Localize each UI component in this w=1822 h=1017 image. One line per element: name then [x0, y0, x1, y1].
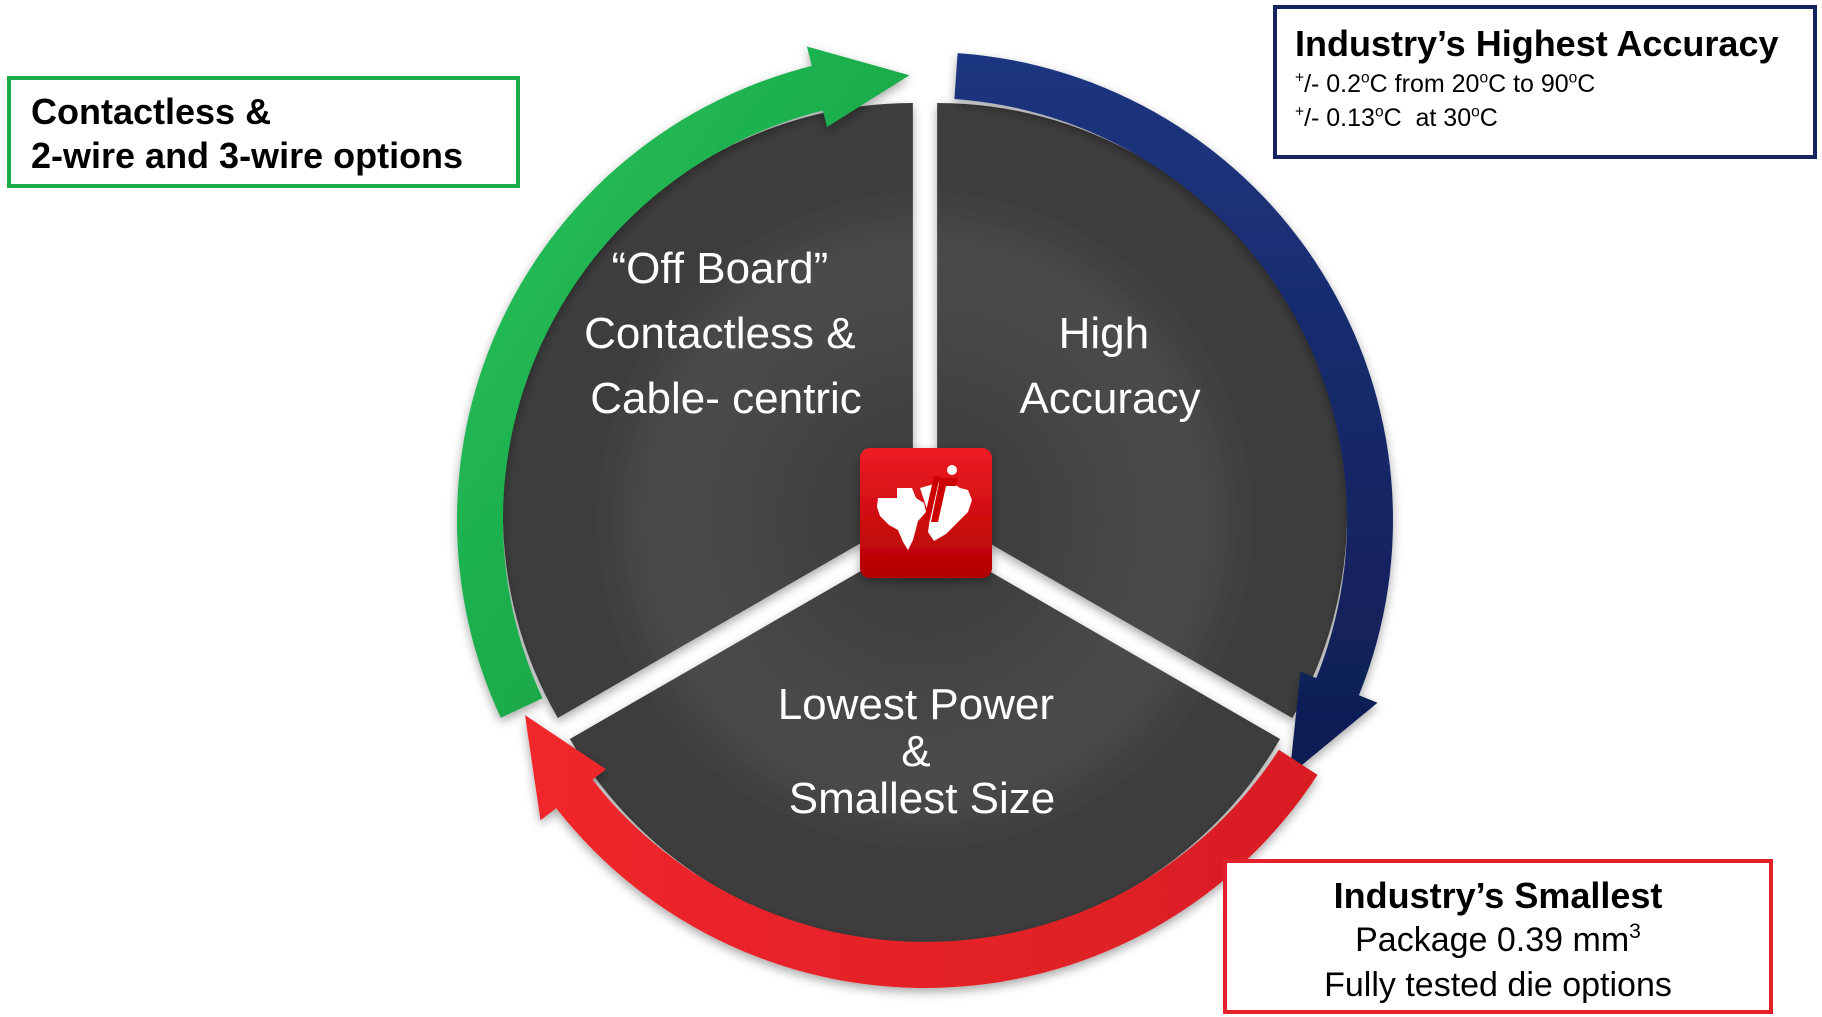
segment-accuracy	[937, 103, 1348, 718]
callout-smallest-package: Package 0.39 mm3	[1355, 919, 1641, 959]
off-board-line-2: Contactless &	[584, 309, 855, 358]
accuracy-line-2: Accuracy	[1020, 374, 1201, 423]
texas-instruments-logo-icon	[860, 448, 992, 578]
segment-off-board	[502, 103, 913, 718]
power-size-line-3: Smallest Size	[789, 774, 1056, 823]
segment-label-off-board: “Off Board” Contactless & Cable- centric	[584, 244, 868, 423]
power-size-line-2: &	[901, 727, 930, 776]
callout-smallest-die: Fully tested die options	[1324, 966, 1672, 1004]
segment-label-power-size: Lowest Power & Smallest Size	[778, 680, 1067, 823]
power-size-line-1: Lowest Power	[778, 680, 1054, 729]
callout-accuracy-title: Industry’s Highest Accuracy	[1295, 23, 1779, 64]
cycle-arrows	[456, 46, 1393, 988]
accuracy-line-1: High	[1059, 309, 1150, 358]
callout-accuracy: Industry’s Highest Accuracy +/- 0.2oC fr…	[1273, 5, 1817, 159]
blue-arrow	[954, 53, 1393, 776]
callout-contactless-line-2: 2-wire and 3-wire options	[31, 135, 464, 176]
callout-accuracy-range: +/- 0.2oC from 20oC to 90oC	[1295, 69, 1596, 98]
callout-smallest: Industry’s Smallest Package 0.39 mm3 Ful…	[1223, 859, 1773, 1014]
segment-label-accuracy: High Accuracy	[1020, 309, 1201, 423]
callout-accuracy-point: +/- 0.13oC at 30oC	[1295, 103, 1498, 132]
red-arrow	[525, 715, 1318, 988]
callout-smallest-title: Industry’s Smallest	[1333, 875, 1663, 916]
green-arrow	[456, 46, 910, 718]
callout-contactless: Contactless & 2-wire and 3-wire options	[7, 76, 520, 188]
off-board-line-1: “Off Board”	[611, 244, 828, 293]
off-board-line-3: Cable- centric	[590, 374, 861, 423]
segment-power-size	[569, 534, 1281, 944]
pie-segments	[502, 103, 1348, 944]
callout-contactless-line-1: Contactless &	[31, 91, 272, 132]
